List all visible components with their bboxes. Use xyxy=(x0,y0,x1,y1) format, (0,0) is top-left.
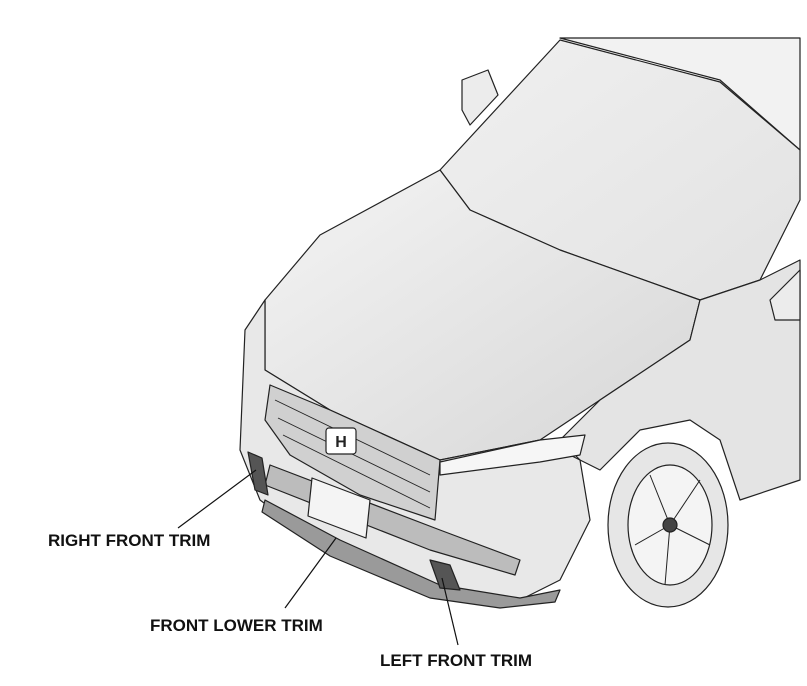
left-front-trim xyxy=(429,559,461,591)
label-front-lower-trim: FRONT LOWER TRIM xyxy=(150,616,323,635)
right-front-trim xyxy=(247,451,269,496)
leader-front-lower-trim xyxy=(284,537,337,609)
label-right-front-trim: RIGHT FRONT TRIM xyxy=(48,531,211,550)
label-left-front-trim: LEFT FRONT TRIM xyxy=(380,651,533,670)
emblem xyxy=(325,427,357,455)
headlight xyxy=(439,434,586,476)
left-mirror xyxy=(769,269,801,321)
right-mirror xyxy=(461,69,499,126)
leader-right-front-trim xyxy=(177,469,257,529)
front-lower-trim xyxy=(261,499,561,609)
license-plate xyxy=(307,477,371,539)
svg-text:H: H xyxy=(335,434,347,451)
leader-left-front-trim xyxy=(441,577,459,646)
